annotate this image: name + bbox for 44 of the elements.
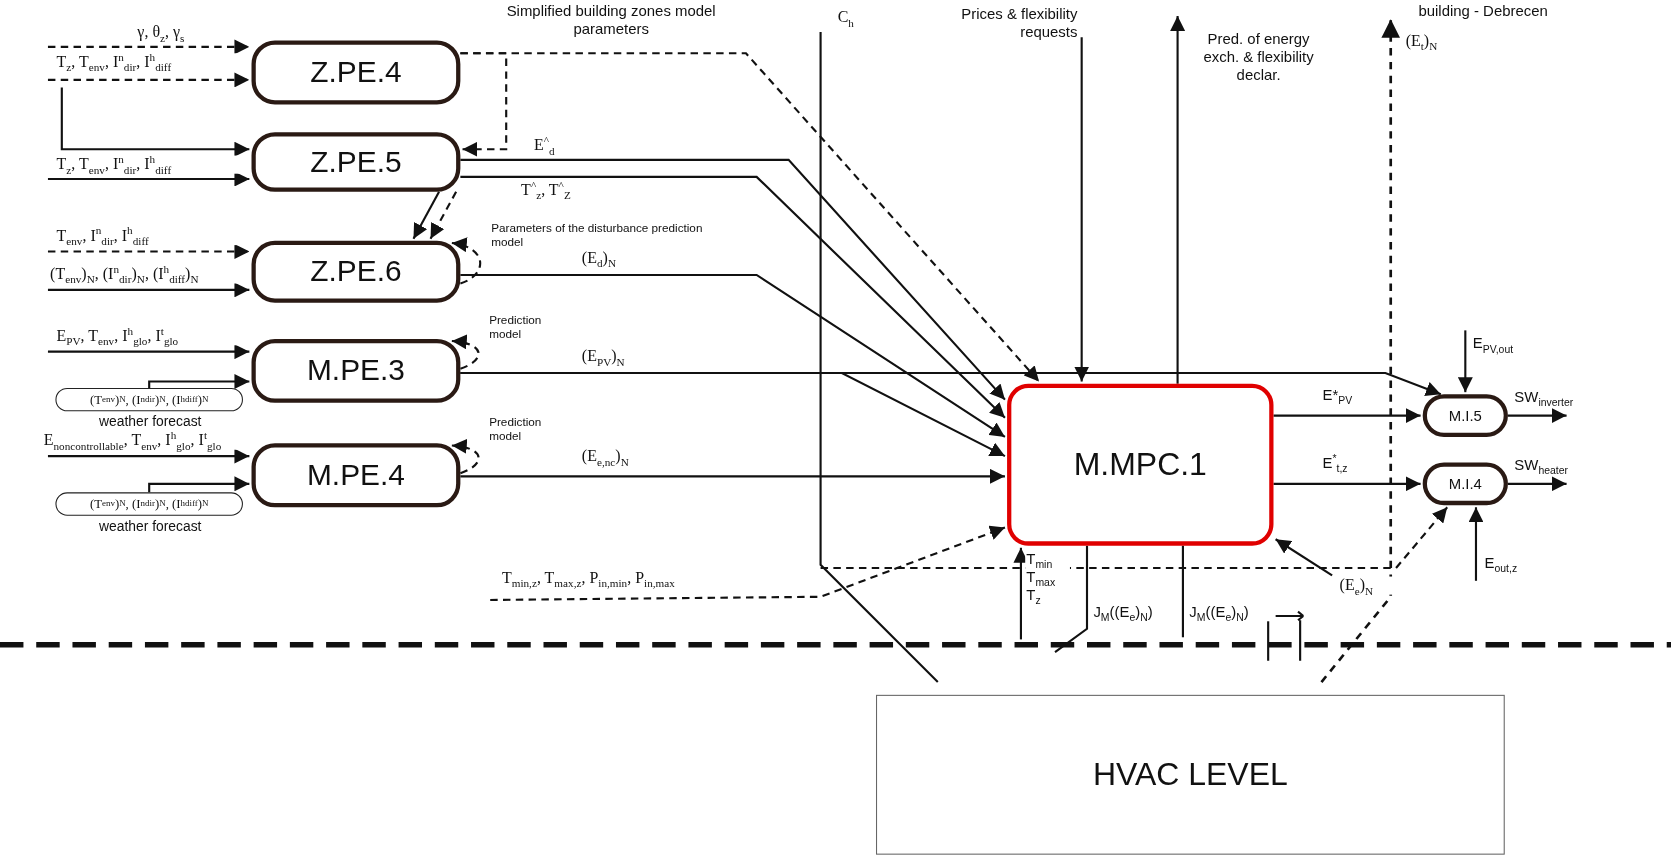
module-box: M.PE.3 [251,338,461,403]
arrow [47,448,250,464]
module-box: Z.PE.5 [251,132,461,192]
module-box: M.I.5 [1422,394,1508,437]
level-box: HVAC LEVEL [876,694,1505,855]
dashed-arrow [47,39,250,55]
location-label: building - Debrecen [1417,2,1549,21]
connector-line [1181,545,1184,638]
dashed-arrow [460,52,1040,383]
loop-arrow [451,335,480,370]
arrow [1273,408,1421,424]
arrow [1273,476,1421,492]
arrow [148,374,250,389]
arrow [1468,507,1484,581]
connector-line [1054,545,1089,654]
arrow [47,282,250,298]
arrow [1275,538,1333,577]
arrow [47,171,250,187]
dashed-arrow [429,191,458,240]
dashed-arrow [820,506,1449,570]
loop-arrow [451,439,480,475]
arrow [47,344,250,360]
signal-label: (E$_{t}$)$_{N}$ [1404,31,1439,51]
arrow [1170,16,1186,384]
loop-arrow [451,238,482,285]
arrow [1507,476,1567,492]
arrow [412,191,440,240]
dashed-arrow [47,72,250,88]
dashed-arrow [47,244,250,259]
module-box: M.I.4 [1422,462,1508,506]
arrow [1457,330,1473,393]
module-box: M.PE.4 [251,443,461,508]
dashed-arrow [490,525,1006,602]
arrow [148,476,250,493]
signal-label: C$_{h}$ [836,8,855,27]
arrow [1507,408,1567,424]
module-box: Z.PE.4 [251,40,461,105]
arrow [460,468,1005,484]
controller-box: M.MPC.1 [1007,383,1274,546]
arrow [60,87,250,157]
arrow [1074,37,1090,382]
arrow [460,273,1006,438]
edge-label: J$_{M}$((E$_{e}$)$_{N}$) [1188,603,1276,622]
module-box: Z.PE.6 [251,240,461,303]
